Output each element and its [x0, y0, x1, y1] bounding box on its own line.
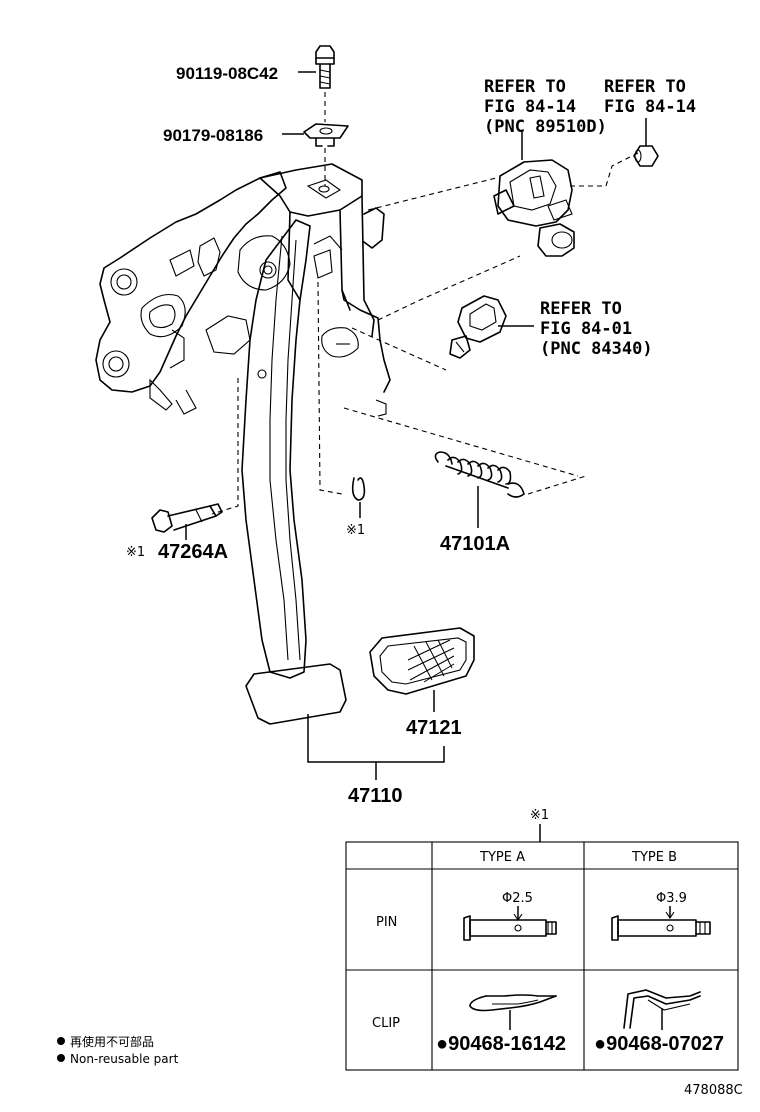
label-spring-part: 47101A: [440, 533, 510, 555]
label-pin-mark: ※1: [126, 545, 145, 560]
label-ref-84-01-line2: FIG 84-01: [540, 319, 632, 339]
clip-a-part: ●90468-16142: [436, 1033, 566, 1055]
label-ref-84-14-a-line1: REFER TO: [484, 77, 566, 97]
diagram-code: 478088C: [684, 1083, 743, 1098]
label-pin-part: 47264A: [158, 541, 228, 563]
label-ref-84-14-a-line3: (PNC 89510D): [484, 117, 607, 137]
label-note-mark: ※1: [346, 523, 365, 538]
legend-item-en: Non-reusable part: [70, 1052, 179, 1066]
pedal-bracket-drawing: [95, 163, 391, 417]
pedal-pad-drawing: [369, 627, 475, 695]
pedal-arm-drawing: [241, 219, 347, 725]
stop-lamp-switch-drawing: [493, 159, 575, 257]
clip-a-drawing: [469, 994, 557, 1012]
pedal-sensor-drawing: [449, 295, 507, 359]
clip-nut-drawing: [633, 145, 659, 167]
pin-a-drawing: [463, 915, 557, 941]
clevis-pin-drawing: [151, 503, 223, 533]
table-header-type-a: TYPE A: [479, 850, 525, 865]
label-pedal-part: 47110: [348, 785, 403, 807]
label-bolt: 90119-08C42: [176, 64, 278, 83]
pin-b-drawing: [611, 915, 711, 941]
clip-small-drawing: [351, 477, 366, 501]
table-row-pin: PIN: [376, 915, 397, 930]
label-ref-84-01-line3: (PNC 84340): [540, 339, 653, 359]
label-ref-84-14-b-line2: FIG 84-14: [604, 97, 696, 117]
label-ref-84-14-a-line2: FIG 84-14: [484, 97, 576, 117]
return-spring-drawing: [434, 451, 525, 498]
label-pad-part: 47121: [406, 717, 462, 739]
clip-b-drawing: [623, 989, 701, 1029]
label-washer: 90179-08186: [163, 126, 263, 145]
pin-a-diameter: Φ2.5: [502, 891, 533, 906]
legend-item-jp: 再使用不可部品: [70, 1034, 154, 1049]
pin-b-diameter: Φ3.9: [656, 891, 687, 906]
legend: 再使用不可部品 Non-reusable part: [57, 1034, 179, 1066]
table-header-type-b: TYPE B: [631, 850, 677, 865]
table-mark: ※1: [530, 808, 549, 823]
table-row-clip: CLIP: [372, 1016, 400, 1031]
bolt-drawing: [315, 45, 335, 89]
label-ref-84-01-line1: REFER TO: [540, 299, 622, 319]
clip-b-part: ●90468-07027: [594, 1033, 724, 1055]
pin-clip-type-table: ※1 TYPE A TYPE B PIN CLIP Φ2.5 Φ3.9: [345, 808, 739, 1071]
label-ref-84-14-b-line1: REFER TO: [604, 77, 686, 97]
washer-drawing: [303, 123, 349, 147]
